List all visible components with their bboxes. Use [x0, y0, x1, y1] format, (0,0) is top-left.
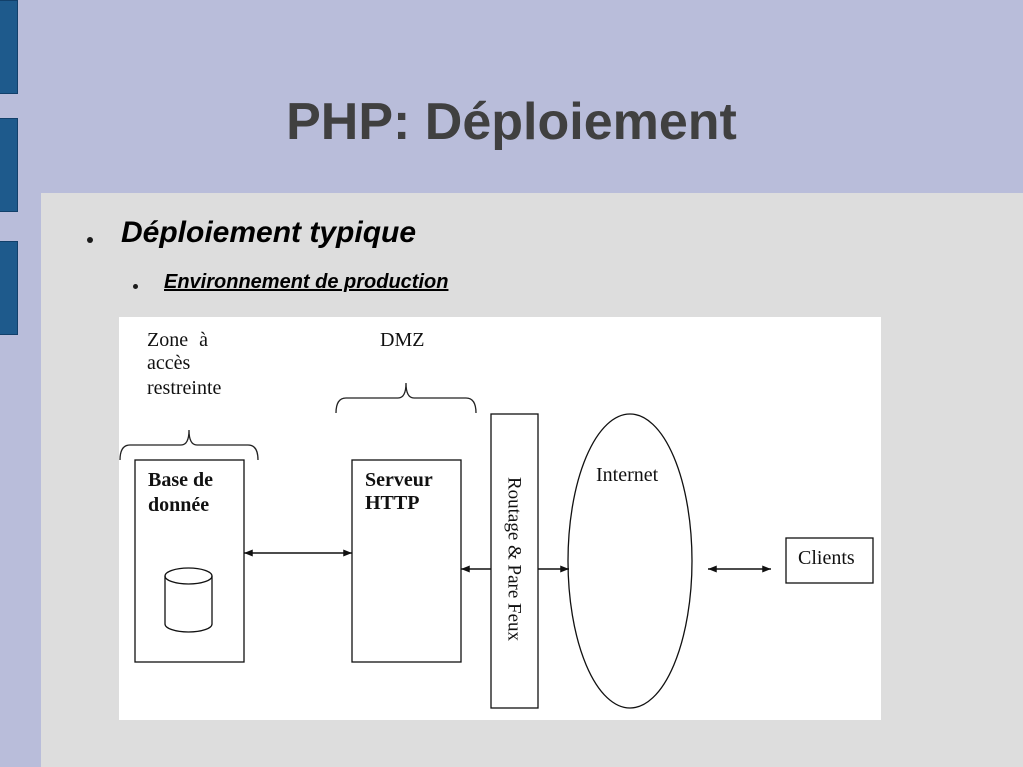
- database-label-line: Base de: [148, 469, 213, 491]
- diagram-background: [119, 317, 881, 720]
- sub-bullet-text: Environnement de production: [164, 271, 449, 293]
- router-firewall-box: [490, 413, 539, 709]
- internet-label: Internet: [596, 464, 659, 486]
- zone-label-line: restreinte: [147, 377, 222, 399]
- router-firewall-label: Routage & Pare Feux: [504, 477, 525, 642]
- database-icon: [164, 567, 213, 633]
- zone-label-line: accès: [147, 352, 191, 374]
- sub-bullet-dot: [133, 284, 138, 289]
- database-box: [134, 459, 245, 663]
- deployment-diagram: Zone à accès restreinte DMZ Base de donn…: [119, 317, 881, 720]
- http-server-label-line: HTTP: [365, 492, 419, 514]
- zone-brace: [119, 429, 259, 461]
- side-decoration-bar: [0, 241, 18, 335]
- internet-ellipse: [567, 413, 693, 709]
- slide-title: PHP: Déploiement: [286, 93, 737, 151]
- side-decoration-bar: [0, 0, 18, 94]
- dmz-label: DMZ: [380, 329, 424, 351]
- clients-label: Clients: [798, 547, 855, 569]
- clients-box: [785, 537, 874, 584]
- bullet-text: Déploiement typique: [121, 216, 417, 249]
- bullet-dot: [87, 237, 93, 243]
- side-decoration-bar: [0, 118, 18, 212]
- database-label-line: donnée: [148, 494, 209, 516]
- dmz-brace: [335, 382, 477, 414]
- http-server-label-line: Serveur: [365, 469, 433, 491]
- zone-label-line: Zone à: [147, 329, 208, 351]
- http-server-box: [351, 459, 462, 663]
